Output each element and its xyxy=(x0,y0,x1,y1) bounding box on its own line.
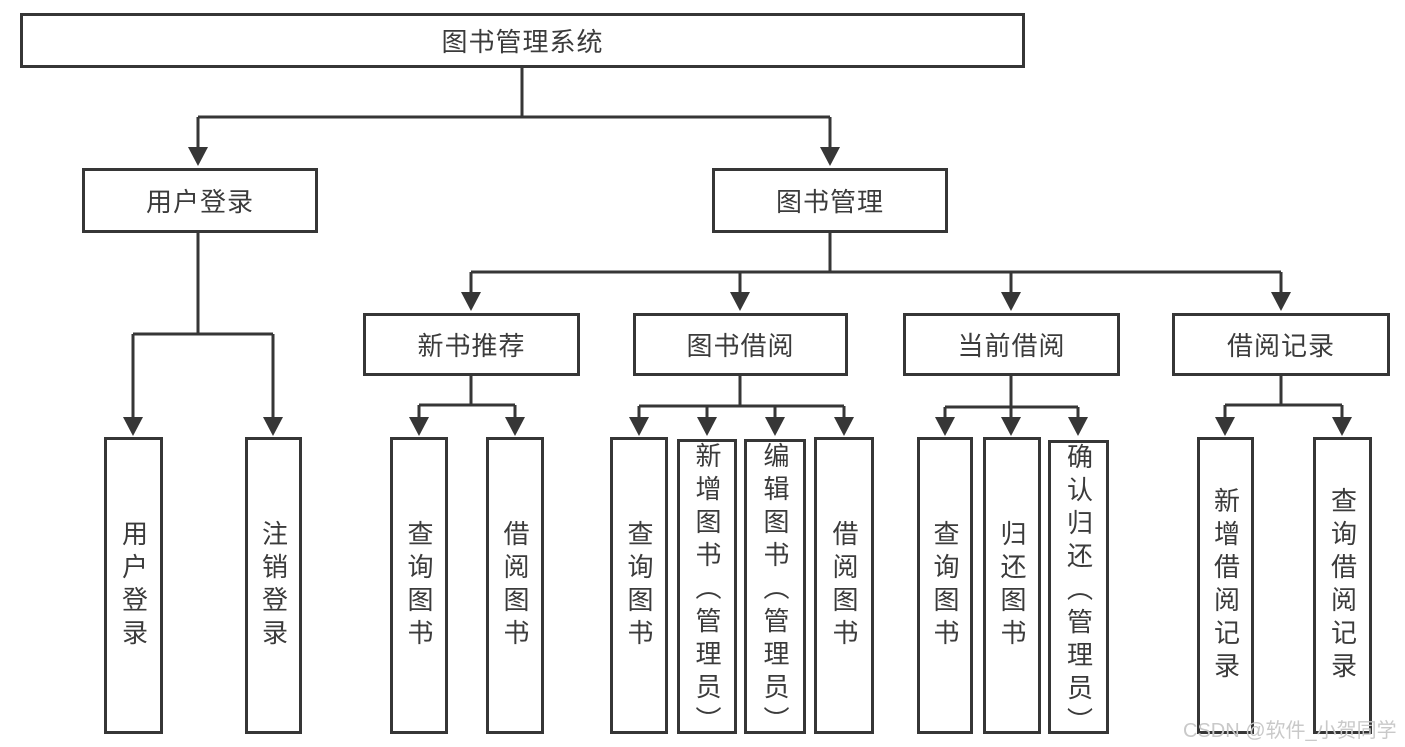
connector-path xyxy=(417,376,517,418)
watermark: CSDN @软件_小贺同学 xyxy=(1183,720,1397,742)
leaf-newbook-borrow-label: 借阅图书 xyxy=(500,519,530,652)
arrowhead-icon xyxy=(123,417,143,436)
leaf-current-query: 查询图书 xyxy=(917,437,973,734)
leaf-record-query: 查询借阅记录 xyxy=(1313,437,1372,734)
connector-path xyxy=(943,376,1080,418)
leaf-borrow-query: 查询图书 xyxy=(610,437,668,734)
leaf-record-query-label: 查询借阅记录 xyxy=(1327,486,1358,685)
node-book-borrowing-label: 图书借阅 xyxy=(686,331,795,361)
node-borrowing-records-label: 借阅记录 xyxy=(1226,331,1335,361)
leaf-newbook-query-label: 查询图书 xyxy=(404,519,434,652)
leaf-current-confirm-admin: 确认归还（管理员） xyxy=(1048,440,1109,740)
arrowhead-icon xyxy=(1001,292,1021,311)
node-root: 图书管理系统 xyxy=(20,13,1025,68)
leaf-logout-login-label: 注销登录 xyxy=(258,519,289,652)
leaf-newbook-borrow: 借阅图书 xyxy=(486,437,544,734)
leaf-current-confirm-admin-label: 确认归还（管理员） xyxy=(1063,443,1094,740)
leaf-user-login-label: 用户登录 xyxy=(118,519,149,652)
arrowhead-icon xyxy=(834,417,854,436)
arrowhead-icon xyxy=(730,292,750,311)
node-borrowing-records: 借阅记录 xyxy=(1172,313,1390,376)
leaf-borrow-edit-admin-label: 编辑图书（管理员） xyxy=(760,442,790,739)
arrowhead-icon xyxy=(629,417,649,436)
leaf-current-return: 归还图书 xyxy=(983,437,1041,734)
leaf-current-return-label: 归还图书 xyxy=(997,519,1027,652)
arrowhead-icon xyxy=(1068,417,1088,436)
node-user-login-label: 用户登录 xyxy=(145,187,254,217)
arrowhead-icon xyxy=(263,417,283,436)
arrowhead-icon xyxy=(820,147,840,166)
leaf-record-add-label: 新增借阅记录 xyxy=(1210,486,1241,685)
node-current-borrowing: 当前借阅 xyxy=(903,313,1120,376)
arrowhead-icon xyxy=(1215,417,1235,436)
node-root-label: 图书管理系统 xyxy=(441,27,604,57)
node-user-login: 用户登录 xyxy=(82,168,318,233)
leaf-record-add: 新增借阅记录 xyxy=(1197,437,1254,734)
arrowhead-icon xyxy=(188,147,208,166)
node-new-book-recommend-label: 新书推荐 xyxy=(417,331,526,361)
leaf-borrow-add-admin: 新增图书（管理员） xyxy=(677,439,737,739)
connector-path xyxy=(196,67,832,148)
arrowhead-icon xyxy=(409,417,429,436)
leaf-borrow-borrow: 借阅图书 xyxy=(814,437,874,734)
leaf-user-login: 用户登录 xyxy=(104,437,163,734)
connector-path xyxy=(469,233,1283,293)
arrowhead-icon xyxy=(1001,417,1021,436)
leaf-logout-login: 注销登录 xyxy=(245,437,302,734)
arrowhead-icon xyxy=(505,417,525,436)
leaf-borrow-add-admin-label: 新增图书（管理员） xyxy=(692,442,722,739)
connector-path xyxy=(1223,376,1344,418)
connector-path xyxy=(637,376,846,418)
leaf-newbook-query: 查询图书 xyxy=(390,437,448,734)
arrowhead-icon xyxy=(935,417,955,436)
node-book-management: 图书管理 xyxy=(712,168,948,233)
node-new-book-recommend: 新书推荐 xyxy=(363,313,580,376)
node-current-borrowing-label: 当前借阅 xyxy=(957,331,1066,361)
arrowhead-icon xyxy=(1271,292,1291,311)
arrowhead-icon xyxy=(1332,417,1352,436)
arrowhead-icon xyxy=(765,417,785,436)
leaf-current-query-label: 查询图书 xyxy=(930,519,960,652)
arrowhead-icon xyxy=(697,417,717,436)
leaf-borrow-edit-admin: 编辑图书（管理员） xyxy=(744,439,806,739)
node-book-management-label: 图书管理 xyxy=(775,187,884,217)
connector-path xyxy=(131,233,275,418)
leaf-borrow-borrow-label: 借阅图书 xyxy=(829,519,859,652)
leaf-borrow-query-label: 查询图书 xyxy=(624,519,654,652)
arrowhead-icon xyxy=(461,292,481,311)
node-book-borrowing: 图书借阅 xyxy=(633,313,848,376)
